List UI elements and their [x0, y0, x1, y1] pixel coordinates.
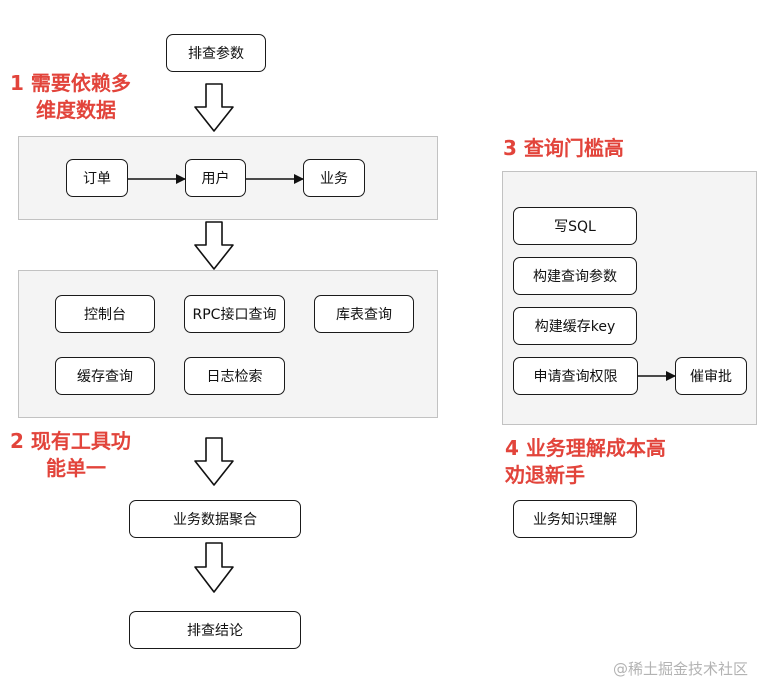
business-box: 业务	[303, 159, 365, 197]
business-knowledge-box: 业务知识理解	[513, 500, 637, 538]
rpc-query-box: RPC接口查询	[184, 295, 285, 333]
down-arrow-1	[194, 83, 234, 132]
write-sql-box: 写SQL	[513, 207, 637, 245]
cache-query-box: 缓存查询	[55, 357, 155, 395]
note-1-line1: 1 需要依赖多	[10, 71, 131, 95]
note-4: 4 业务理解成本高 劝退新手	[505, 435, 666, 489]
build-cache-key-box: 构建缓存key	[513, 307, 637, 345]
log-search-box: 日志检索	[184, 357, 285, 395]
note-4-line2: 劝退新手	[505, 463, 585, 487]
console-box: 控制台	[55, 295, 155, 333]
note-1: 1 需要依赖多 维度数据	[10, 70, 131, 124]
down-arrow-2	[194, 221, 234, 270]
urge-approval-box: 催审批	[675, 357, 747, 395]
note-3: 3 查询门槛高	[503, 136, 624, 160]
build-params-box: 构建查询参数	[513, 257, 637, 295]
db-query-box: 库表查询	[314, 295, 414, 333]
down-arrow-3	[194, 437, 234, 486]
start-params-box: 排查参数	[166, 34, 266, 72]
note-2-line2: 能单一	[46, 456, 106, 480]
note-2-line1: 2 现有工具功	[10, 429, 131, 453]
user-box: 用户	[185, 159, 246, 197]
conclusion-box: 排查结论	[129, 611, 301, 649]
order-box: 订单	[66, 159, 128, 197]
note-1-line2: 维度数据	[36, 98, 116, 122]
down-arrow-4	[194, 542, 234, 593]
apply-permission-box: 申请查询权限	[513, 357, 638, 395]
note-4-line1: 4 业务理解成本高	[505, 436, 666, 460]
note-2: 2 现有工具功 能单一	[10, 428, 131, 482]
watermark: @稀土掘金技术社区	[612, 660, 748, 678]
aggregate-box: 业务数据聚合	[129, 500, 301, 538]
